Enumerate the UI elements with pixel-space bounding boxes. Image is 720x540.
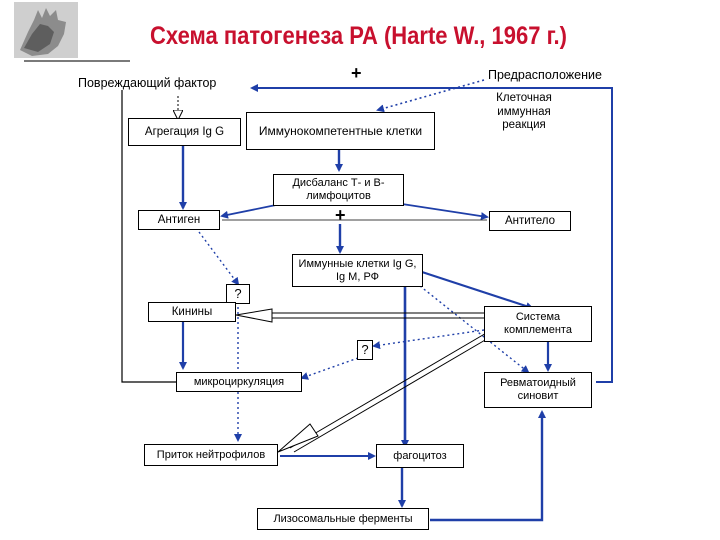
node-complement-system: Система комплемента: [484, 306, 592, 342]
node-neutrophil-influx: Приток нейтрофилов: [144, 444, 278, 466]
header-divider: [24, 60, 130, 62]
node-immune-cells: Иммунные клетки Ig G, Ig M, РФ: [292, 254, 423, 287]
node-aggregation: Агрегация Ig G: [128, 118, 241, 146]
node-phagocytosis: фагоцитоз: [376, 444, 464, 468]
node-microcirculation: микроциркуляция: [176, 372, 302, 392]
plus-sign-top: +: [351, 63, 362, 83]
damaging-factor-label: Повреждающий фактор: [78, 76, 217, 90]
node-imbalance: Дисбаланс Т- и В-лимфоцитов: [273, 174, 404, 206]
cellular-immune-label: Клеточная иммунная реакция: [496, 92, 552, 131]
node-lysosomal-enzymes: Лизосомальные ферменты: [257, 508, 429, 530]
unknown-marker-lower: ?: [357, 340, 373, 360]
node-kinins: Кинины: [148, 302, 236, 322]
node-immunocompetent-cells: Иммунокомпетентные клетки: [246, 112, 435, 150]
plus-sign-mid: +: [335, 205, 346, 225]
unknown-marker-upper: ?: [226, 284, 250, 304]
node-antigen: Антиген: [138, 210, 220, 230]
predisposition-label: Предрасположение: [488, 68, 602, 82]
node-rheumatoid-synovitis: Ревматоидный синовит: [484, 372, 592, 408]
page-title: Схема патогенеза РА (Harte W., 1967 г.): [150, 22, 567, 50]
hand-photo: [14, 2, 78, 58]
node-antibody: Антитело: [489, 211, 571, 231]
